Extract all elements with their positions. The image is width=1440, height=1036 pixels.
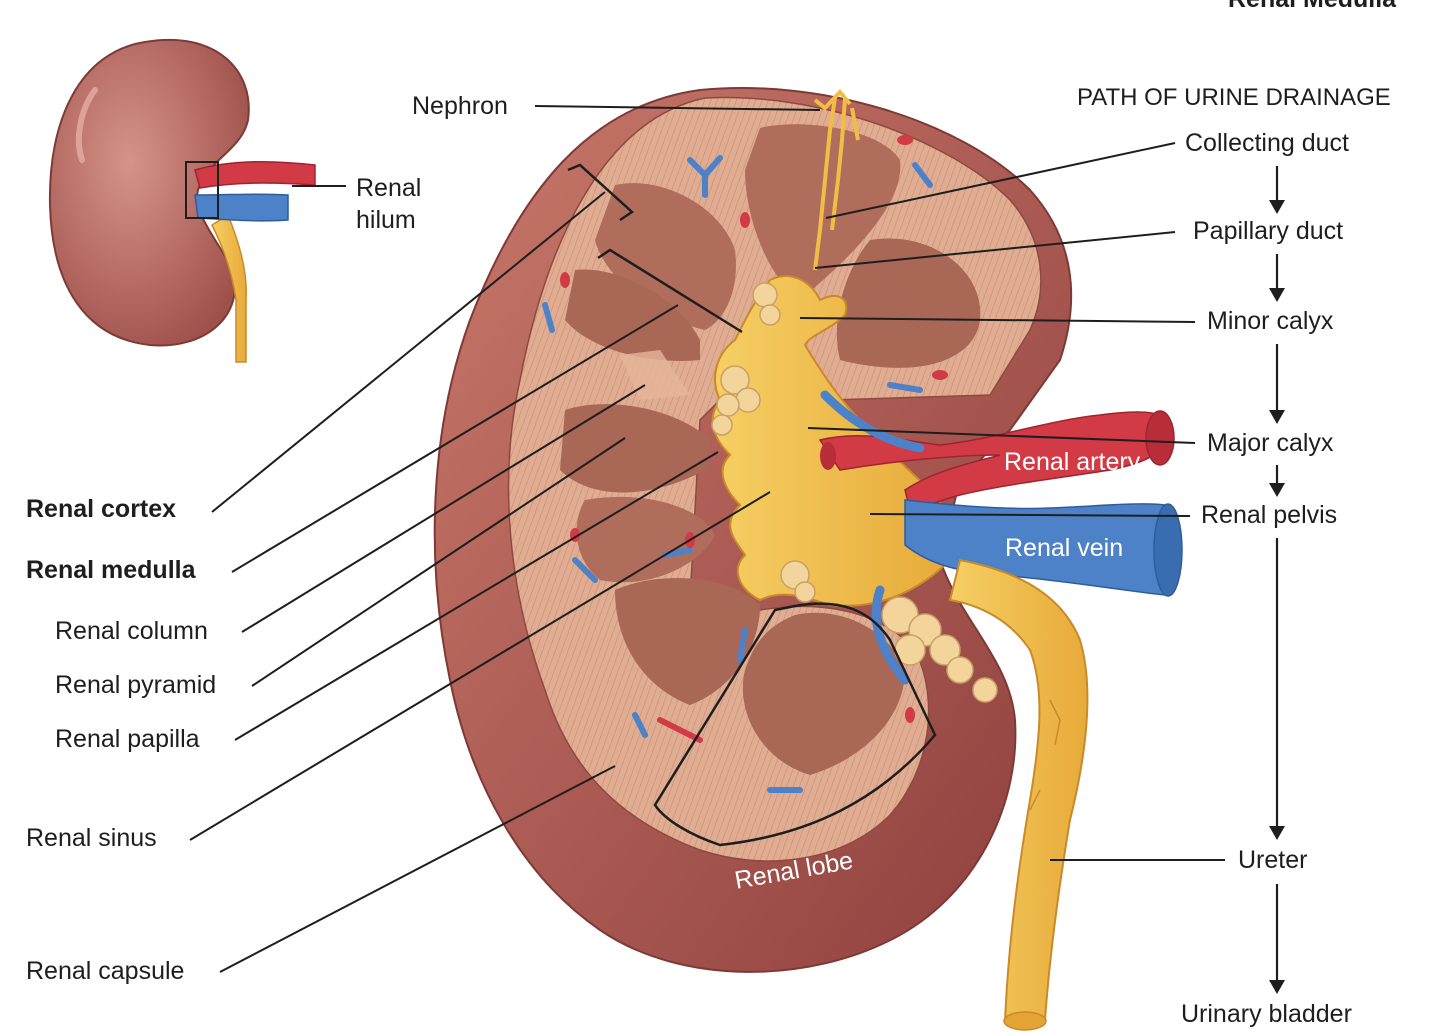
renal-pyramid-4 (565, 269, 700, 361)
renal-pyramid-7 (615, 578, 760, 705)
renal-pyramid-5 (560, 404, 710, 493)
label-renal-hilum-line1: Renal (356, 174, 422, 202)
label-renal-vein: Renal vein (1005, 534, 1124, 562)
label-renal-hilum-line2: hilum (356, 206, 416, 234)
inset-renal-artery (194, 160, 316, 189)
inset-hilum-box (185, 161, 219, 219)
drainage-heading: PATH OF URINE DRAINAGE (1077, 84, 1391, 111)
label-renal-column: Renal column (55, 617, 208, 645)
drainage-arrows (1269, 166, 1285, 994)
leader-lines (189, 105, 1225, 973)
renal-artery-shape (818, 411, 1170, 511)
drainage-step-renal-pelvis: Renal pelvis (1201, 501, 1338, 529)
inset-ureter (211, 213, 248, 363)
main-kidney (433, 86, 1183, 1031)
renal-sinus-fat (711, 282, 998, 703)
renal-pyramid-3 (595, 183, 736, 330)
drainage-step-urinary-bladder: Urinary bladder (1181, 1000, 1352, 1028)
label-renal-pyramid: Renal pyramid (55, 671, 217, 699)
renal-pyramid-2 (836, 238, 981, 368)
renal-pyramid-6 (576, 496, 715, 583)
label-renal-capsule: Renal capsule (26, 957, 185, 985)
renal-lobe-pyramid (742, 612, 905, 775)
label-renal-papilla: Renal papilla (55, 725, 200, 753)
inset-kidney (48, 38, 346, 363)
drainage-step-ureter: Ureter (1238, 846, 1308, 874)
label-renal-sinus: Renal sinus (26, 824, 157, 852)
label-nephron: Nephron (412, 92, 508, 120)
label-renal-medulla: Renal medulla (26, 556, 196, 584)
renal-lobe-outline (653, 602, 937, 847)
drainage-step-papillary-duct: Papillary duct (1193, 217, 1344, 245)
drainage-step-minor-calyx: Minor calyx (1207, 307, 1334, 335)
nephron-shape (813, 88, 860, 271)
inset-renal-vein (194, 193, 289, 222)
header-cut-text: Renal Medulla (1228, 0, 1396, 14)
label-renal-artery: Renal artery (1004, 448, 1141, 476)
drainage-step-major-calyx: Major calyx (1207, 429, 1334, 457)
label-renal-cortex: Renal cortex (26, 495, 177, 523)
inset-kidney-body (48, 38, 250, 347)
drainage-step-collecting-duct: Collecting duct (1185, 129, 1349, 157)
